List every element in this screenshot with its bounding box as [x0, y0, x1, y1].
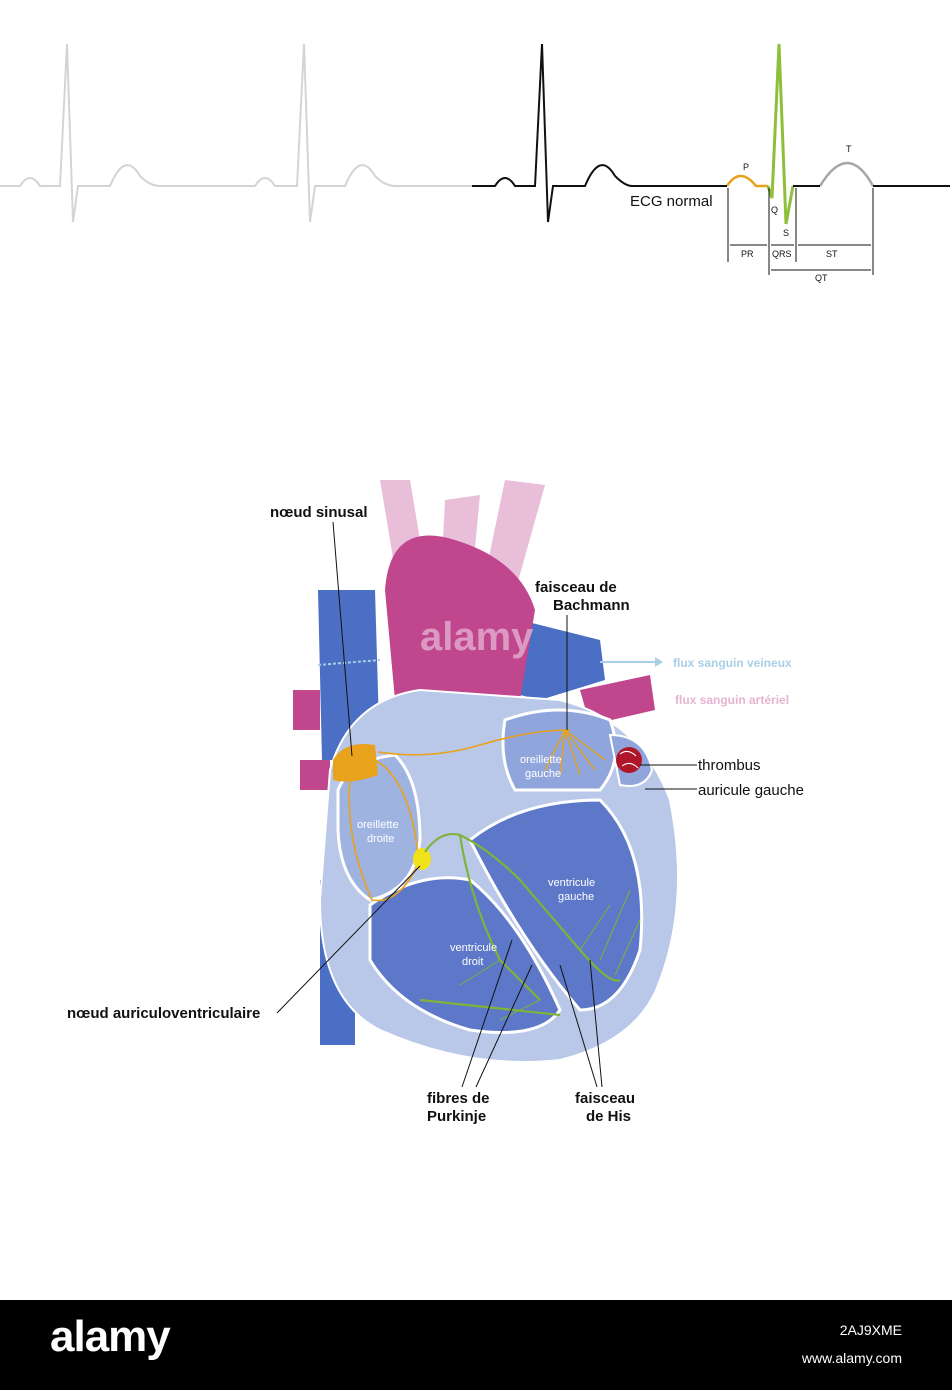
purkinje-label-line-1: fibres de	[427, 1090, 490, 1107]
ecg-t-label: T	[846, 144, 852, 154]
ecg-q-label: Q	[771, 205, 778, 215]
sinus-node-label: nœud sinusal	[270, 504, 368, 521]
right-ventricle-label-line-2: droit	[462, 956, 483, 968]
right-atrium-label: oreillette droite	[357, 819, 402, 845]
right-atrium-label-line-1: oreillette	[357, 819, 399, 831]
ecg-qt-label: QT	[815, 273, 828, 283]
pulmonary-vein-right	[580, 675, 655, 725]
bachmann-label-line-1: faisceau de	[535, 579, 617, 596]
pulmonary-vein-left-2	[300, 760, 330, 790]
right-atrium-label-line-2: droite	[367, 833, 395, 845]
footer-bar: alamy 2AJ9XME www.alamy.com	[0, 1300, 952, 1390]
ecg-s-label: S	[783, 228, 789, 238]
left-auricle-label: auricule gauche	[698, 782, 804, 799]
thrombus-detail	[619, 750, 639, 769]
watermark: alamy	[420, 615, 534, 659]
left-ventricle	[468, 798, 644, 1012]
left-atrium-label-line-1: oreillette	[520, 754, 562, 766]
ecg-trace	[472, 43, 720, 223]
ecg-interval-markers	[727, 188, 874, 275]
callout-lines	[276, 521, 697, 1088]
arterial-flow-label: flux sanguin artériel	[675, 693, 789, 707]
purkinje-label: fibres de Purkinje	[427, 1090, 494, 1125]
pulmonary-vein-left-1	[293, 690, 320, 730]
left-ventricle-label-line-2: gauche	[558, 891, 594, 903]
left-atrium-label-line-2: gauche	[525, 768, 561, 780]
sinus-node	[333, 744, 378, 782]
ecg-p-label: P	[743, 162, 749, 172]
left-atrium-label: oreillette gauche	[520, 754, 565, 780]
his-bundle	[419, 833, 621, 1017]
footer-image-id: 2AJ9XME	[839, 1322, 902, 1338]
aorta	[385, 535, 535, 720]
venous-flow-label: flux sanguin veineux	[673, 656, 792, 670]
his-bundle-label: faisceau de His	[575, 1090, 639, 1125]
right-ventricle-label: ventricule droit	[450, 942, 500, 968]
outer-labels: nœud sinusal faisceau de Bachmann flux s…	[67, 504, 804, 1125]
ecg-qrs	[766, 43, 795, 225]
bachmann-label-line-2: Bachmann	[553, 597, 630, 614]
purkinje-fibers	[459, 889, 641, 1021]
right-ventricle-label-line-1: ventricule	[450, 942, 497, 954]
left-ventricle-label-line-1: ventricule	[548, 877, 595, 889]
bachmann-bundle	[544, 729, 606, 776]
ecg-faded-trace	[0, 43, 472, 223]
heart-illustration: oreillette droite oreillette gauche vent…	[293, 480, 679, 1063]
av-node	[413, 848, 431, 870]
ecg-t-wave	[818, 161, 875, 187]
bachmann-label: faisceau de Bachmann	[535, 579, 630, 614]
ecg-title: ECG normal	[630, 193, 713, 210]
venous-flow-arrowhead	[655, 657, 663, 667]
his-bundle-label-line-2: de His	[586, 1108, 631, 1125]
ecg-p-wave	[725, 174, 768, 188]
ecg-qrs-label: QRS	[772, 249, 792, 259]
footer-url: www.alamy.com	[801, 1350, 902, 1366]
his-bundle-label-line-1: faisceau	[575, 1090, 635, 1107]
thrombus	[616, 747, 642, 773]
right-ventricle	[368, 876, 562, 1034]
ecg-strip: ECG normal P Q S T PR QRS ST QT	[0, 43, 950, 283]
venous-flow-arrow-left	[317, 659, 381, 666]
ecg-st-label: ST	[826, 249, 838, 259]
internodal-pathways	[348, 729, 571, 902]
thrombus-label: thrombus	[698, 757, 761, 774]
purkinje-label-line-2: Purkinje	[427, 1108, 486, 1125]
av-node-label: nœud auriculoventriculaire	[67, 1005, 260, 1022]
footer-logo: alamy	[50, 1312, 171, 1361]
left-ventricle-label: ventricule gauche	[548, 877, 598, 903]
ecg-pr-label: PR	[741, 249, 754, 259]
